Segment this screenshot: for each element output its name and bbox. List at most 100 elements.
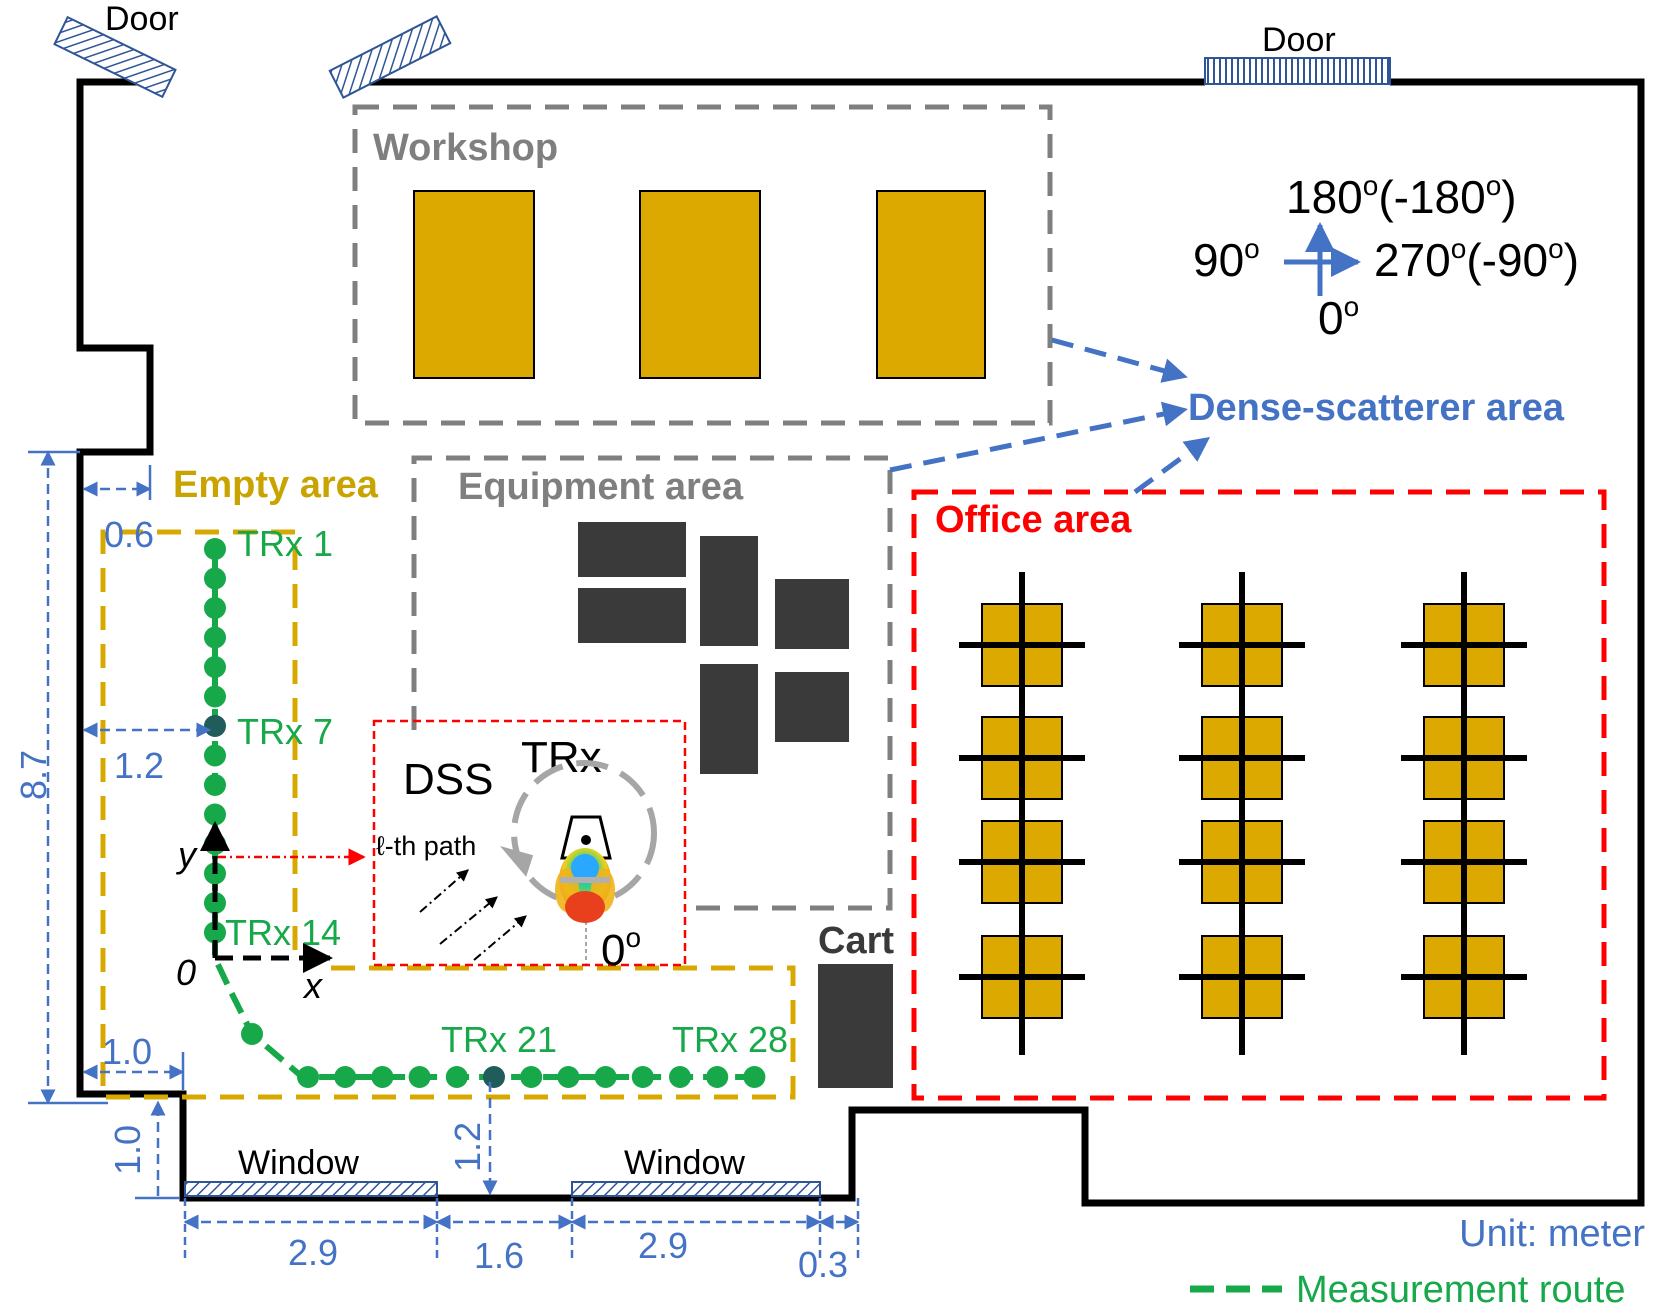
dim-seg1: 2.9 bbox=[288, 1232, 338, 1273]
dense-arrow bbox=[1133, 437, 1211, 495]
door-label: Door bbox=[1262, 21, 1336, 59]
trx-label-7: TRx 7 bbox=[237, 711, 333, 752]
dim-route-to-wall: 1.2 bbox=[447, 1122, 488, 1172]
route-point bbox=[520, 1066, 543, 1088]
office-area: Office area bbox=[911, 489, 1607, 1101]
compass-left: 90o bbox=[1193, 233, 1260, 286]
trx-label-14: TRx 14 bbox=[225, 912, 341, 953]
dense-arrow bbox=[889, 401, 1188, 473]
route-point bbox=[743, 1066, 766, 1088]
route-point bbox=[241, 1023, 263, 1045]
dense-scatterer-label: Dense-scatterer area bbox=[1188, 387, 1565, 429]
route-point bbox=[204, 892, 226, 914]
empty-area: Empty area bbox=[100, 464, 796, 1100]
route-point bbox=[557, 1066, 580, 1088]
wall-outer bbox=[76, 78, 1645, 1207]
dss-region: DSS TRx 0o ℓ-th path bbox=[218, 719, 687, 975]
window-right: Window bbox=[571, 1144, 821, 1197]
route-point bbox=[204, 803, 226, 826]
route-point bbox=[706, 1066, 729, 1088]
unit-label: Unit: meter bbox=[1459, 1213, 1645, 1255]
workbench bbox=[876, 190, 986, 379]
antenna-icon bbox=[560, 815, 612, 860]
axis-y-label: y bbox=[175, 834, 198, 875]
route-point bbox=[297, 1066, 319, 1088]
dim-route-offset: 1.2 bbox=[114, 745, 164, 786]
compass: 180o(-180o) 90o 270o(-90o) 0o bbox=[1193, 170, 1579, 344]
route-point bbox=[204, 774, 226, 796]
route-point bbox=[204, 715, 226, 737]
equipment-block bbox=[578, 588, 686, 643]
office-desks bbox=[959, 572, 1527, 1055]
route-point bbox=[204, 921, 226, 944]
equipment-block bbox=[578, 522, 686, 577]
route-point bbox=[631, 1066, 654, 1088]
path-label: ℓ-th path bbox=[376, 831, 476, 861]
window-label: Window bbox=[624, 1144, 745, 1182]
incoming-paths bbox=[419, 869, 527, 961]
equipment-label: Equipment area bbox=[458, 466, 744, 508]
trx-label-1: TRx 1 bbox=[237, 523, 333, 564]
workbench bbox=[639, 190, 761, 379]
route-point bbox=[204, 744, 226, 767]
equipment-block bbox=[775, 579, 849, 649]
route-legend-label: Measurement route bbox=[1296, 1269, 1626, 1311]
trx-title: TRx bbox=[521, 733, 602, 782]
route-point bbox=[669, 1066, 691, 1088]
route-point bbox=[334, 1066, 357, 1088]
empty-area-label: Empty area bbox=[173, 464, 379, 506]
route-point bbox=[204, 538, 226, 560]
equipment-area: Equipment area bbox=[411, 455, 893, 911]
route-point bbox=[594, 1066, 617, 1088]
walls bbox=[76, 78, 1645, 1207]
route-point bbox=[445, 1066, 468, 1088]
equipment-block bbox=[700, 536, 758, 646]
dimension-labels: 8.7 0.6 1.2 1.0 1.0 1.2 2.9 1.6 2.9 0.3 bbox=[13, 514, 848, 1285]
dim-seg4: 0.3 bbox=[798, 1244, 848, 1285]
dimension-lines bbox=[28, 450, 860, 1262]
door-leaf bbox=[1204, 57, 1391, 85]
workshop-area: Workshop bbox=[352, 104, 1053, 426]
trx-label-21: TRx 21 bbox=[441, 1019, 557, 1060]
route-point bbox=[204, 567, 226, 590]
cart-label: Cart bbox=[818, 920, 894, 962]
dim-height: 8.7 bbox=[13, 750, 54, 800]
window-label: Window bbox=[238, 1144, 359, 1182]
office-label: Office area bbox=[935, 499, 1132, 541]
compass-down: 0o bbox=[1318, 291, 1359, 344]
workbench bbox=[413, 190, 535, 379]
route-point bbox=[371, 1066, 394, 1088]
route-point bbox=[204, 656, 226, 678]
door-label: Door bbox=[105, 0, 179, 38]
route-point bbox=[204, 597, 226, 619]
route-point bbox=[204, 685, 226, 708]
door-top-left: Door bbox=[53, 0, 179, 99]
dim-width-left: 0.6 bbox=[104, 514, 154, 555]
compass-right: 270o(-90o) bbox=[1374, 233, 1579, 286]
door-leaf bbox=[328, 15, 452, 99]
beam-zero-label: 0o bbox=[601, 922, 641, 975]
equipment-block bbox=[775, 672, 849, 742]
dim-seg2: 1.6 bbox=[474, 1235, 524, 1276]
legend: Unit: meter Measurement route bbox=[1190, 1213, 1645, 1311]
compass-up: 180o(-180o) bbox=[1286, 170, 1517, 223]
beam-pattern bbox=[555, 848, 615, 923]
route-point bbox=[204, 626, 226, 649]
dense-arrow bbox=[1051, 337, 1188, 383]
dense-scatterer-arrows bbox=[889, 337, 1211, 495]
coordinate-axes: y x 0 bbox=[175, 821, 333, 1006]
trx-label-28: TRx 28 bbox=[672, 1019, 788, 1060]
route-point bbox=[408, 1066, 431, 1088]
door-top-center bbox=[328, 15, 452, 99]
dim-bottom-offset: 1.0 bbox=[107, 1125, 148, 1175]
dim-seg3: 2.9 bbox=[638, 1225, 688, 1266]
workshop-label: Workshop bbox=[373, 127, 558, 169]
door-top-right: Door bbox=[1204, 21, 1391, 85]
dss-label: DSS bbox=[403, 755, 493, 804]
route-point bbox=[483, 1066, 505, 1088]
dim-corner-width: 1.0 bbox=[102, 1031, 152, 1072]
cart: Cart bbox=[818, 920, 894, 1088]
door-leaf bbox=[53, 15, 177, 99]
origin-label: 0 bbox=[176, 952, 196, 993]
